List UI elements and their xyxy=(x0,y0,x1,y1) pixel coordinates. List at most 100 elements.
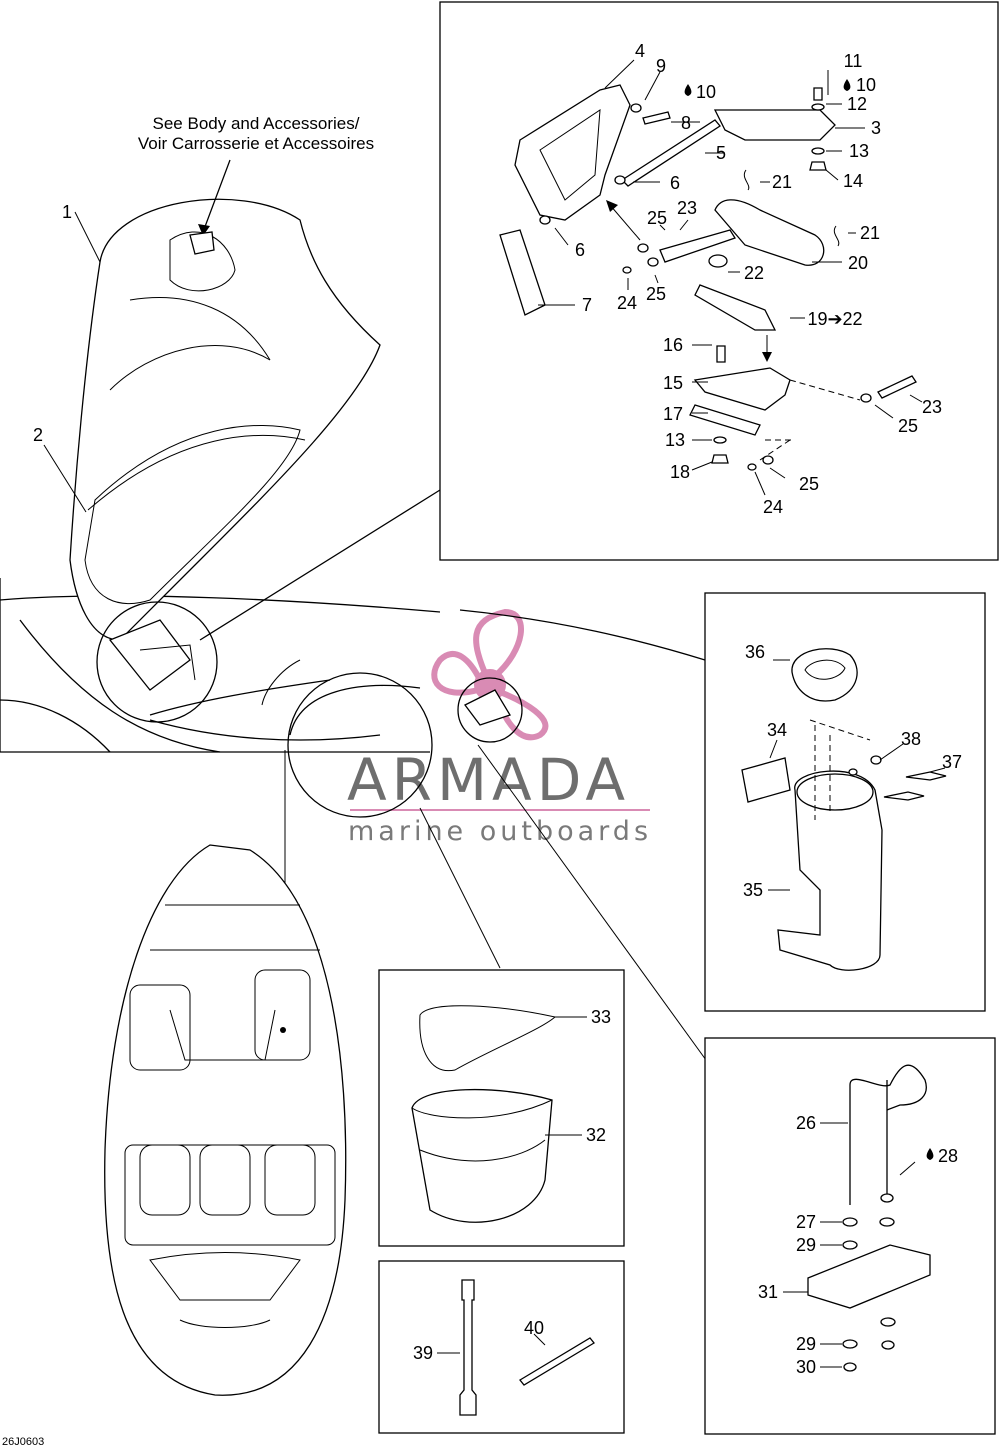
callout-40: 40 xyxy=(524,1318,544,1338)
box-tow-handle xyxy=(439,1,999,561)
pin-23b xyxy=(877,375,917,399)
rivet-37b xyxy=(883,791,925,801)
cover-clip xyxy=(189,231,215,255)
hull-top-view xyxy=(104,844,347,1396)
callout-39: 39 xyxy=(413,1343,433,1363)
watermark-tagline: marine outboards xyxy=(348,816,652,847)
bracket-4 xyxy=(514,84,631,221)
callout-18: 18 xyxy=(670,462,690,482)
screw-11 xyxy=(813,87,823,101)
rivet-37a xyxy=(905,771,947,781)
callout-6a: 6 xyxy=(670,173,680,193)
washer-13b xyxy=(713,436,727,444)
washer-25c xyxy=(860,393,872,403)
callout-15: 15 xyxy=(663,373,683,393)
callout-25a: 25 xyxy=(647,208,667,228)
callout-5: 5 xyxy=(716,143,726,163)
box-tow-handle-leaders xyxy=(538,59,923,496)
callout-24b: 24 xyxy=(763,497,783,517)
callout-13b: 13 xyxy=(665,430,685,450)
u-bolt-26 xyxy=(849,1064,927,1205)
washer-29a xyxy=(842,1240,858,1250)
callout-9: 9 xyxy=(656,56,666,76)
callout-2: 2 xyxy=(33,425,43,445)
propeller-logo xyxy=(431,608,549,741)
box-u-bolt-leaders xyxy=(783,1122,916,1368)
washer-29c xyxy=(880,1317,896,1327)
callout-29b: 29 xyxy=(796,1334,816,1354)
callout-36: 36 xyxy=(745,642,765,662)
callout-1: 1 xyxy=(62,202,72,222)
callout-37: 37 xyxy=(942,752,962,772)
nut-28 xyxy=(880,1193,894,1203)
bracket-15 xyxy=(693,367,791,411)
grip-20 xyxy=(714,199,825,266)
screw-8 xyxy=(642,111,671,125)
callout-25b: 25 xyxy=(646,284,666,304)
link-line-b xyxy=(419,807,501,969)
nut-30b xyxy=(881,1340,895,1350)
washer-29b xyxy=(842,1339,858,1349)
circlip-24a xyxy=(622,266,632,274)
washer-9 xyxy=(630,103,642,113)
callout-21b: 21 xyxy=(860,223,880,243)
callout-3: 3 xyxy=(871,118,881,138)
plate-34 xyxy=(741,757,791,803)
cup-dash-lines xyxy=(809,719,871,820)
callout-25c: 25 xyxy=(898,416,918,436)
washer-25b xyxy=(647,257,659,267)
link-line-c xyxy=(477,744,707,1061)
watermark: ARMADA marine outboards xyxy=(347,608,652,847)
washer-25d xyxy=(762,455,774,465)
assembly-arrowhead-b xyxy=(762,352,772,362)
assembly-arrowhead-a xyxy=(606,200,618,212)
oil-drop-icon-10a xyxy=(684,84,692,96)
box-storage-bin-leaders xyxy=(545,1016,587,1136)
seal-33 xyxy=(419,1005,557,1072)
washer-12 xyxy=(811,103,825,111)
block-31 xyxy=(807,1244,931,1309)
callout-8: 8 xyxy=(681,113,691,133)
oil-drop-icon-28 xyxy=(926,1148,934,1160)
storage-cover-1 xyxy=(69,198,381,641)
callout-26: 26 xyxy=(796,1113,816,1133)
callout-11: 11 xyxy=(844,51,863,71)
callout-10a: 10 xyxy=(696,82,716,102)
cover-seal-2 xyxy=(87,434,306,511)
callout-31: 31 xyxy=(758,1282,778,1302)
leader-2 xyxy=(43,444,87,513)
callout-23a: 23 xyxy=(677,198,697,218)
callout-27: 27 xyxy=(796,1212,816,1232)
callout-10b: 10 xyxy=(856,75,876,95)
pin-23a xyxy=(659,229,736,263)
hull-upper-view xyxy=(0,489,706,753)
callout-35: 35 xyxy=(743,880,763,900)
callout-4: 4 xyxy=(635,41,645,61)
callout-23b: 23 xyxy=(922,397,942,417)
callout-20: 20 xyxy=(848,253,868,273)
callout-19: 19➔22 xyxy=(807,309,862,329)
bin-32 xyxy=(411,1088,553,1223)
link-arrow-a xyxy=(261,659,301,706)
nut-18 xyxy=(711,454,729,464)
callout-14: 14 xyxy=(843,171,863,191)
circlip-24b xyxy=(747,463,757,471)
assembly-dash-lines xyxy=(759,379,861,461)
nut-30 xyxy=(843,1362,857,1372)
watermark-brand: ARMADA xyxy=(347,746,630,814)
callout-30: 30 xyxy=(796,1357,816,1377)
callout-21a: 21 xyxy=(772,172,792,192)
callout-7: 7 xyxy=(582,295,592,315)
cotter-21b xyxy=(833,225,840,247)
reference-note-fr: Voir Carrosserie et Accessoires xyxy=(138,134,374,153)
rope-hook-detail-circle xyxy=(287,672,523,818)
washer-38 xyxy=(870,755,882,765)
rod-40 xyxy=(519,1337,595,1386)
latch-detail-circle xyxy=(96,601,218,723)
nut-14 xyxy=(809,161,827,171)
callout-12: 12 xyxy=(847,94,867,114)
washer-27b xyxy=(879,1217,895,1227)
callout-33: 33 xyxy=(591,1007,611,1027)
callout-13a: 13 xyxy=(849,141,869,161)
